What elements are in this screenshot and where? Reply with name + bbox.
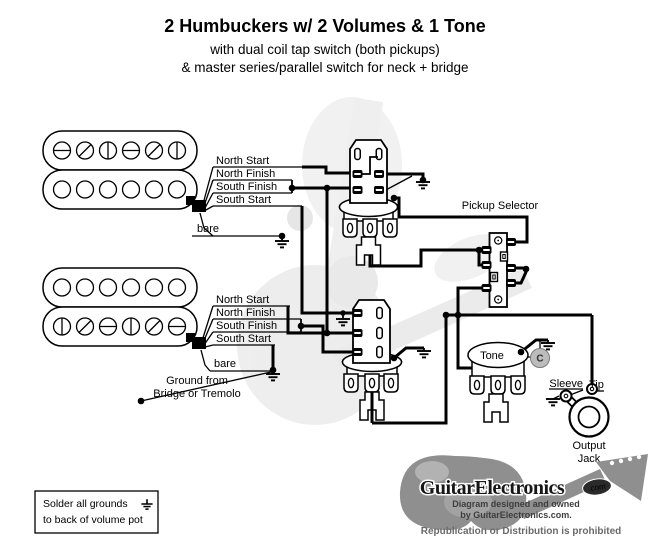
wire-labels: North Start North Finish South Finish So… bbox=[153, 155, 605, 465]
logo-headstock bbox=[596, 454, 648, 501]
neck-volume-push-pull-pot bbox=[338, 139, 399, 266]
note-line-1: Solder all grounds bbox=[43, 498, 128, 510]
sleeve-label: Sleeve bbox=[549, 378, 583, 390]
page-subtitle-1: with dual coil tap switch (both pickups) bbox=[209, 42, 440, 57]
logo-credit-1: Diagram designed and owned bbox=[452, 499, 580, 509]
bridge-south-start-label: South Start bbox=[216, 333, 271, 345]
guitarelectronics-logo: GuitarElectronics .com Diagram designed … bbox=[399, 454, 648, 537]
logo-credit-2: by GuitarElectronics.com. bbox=[460, 510, 572, 520]
neck-south-finish-label: South Finish bbox=[216, 181, 277, 193]
neck-north-start-label: North Start bbox=[216, 155, 269, 167]
logo-brand-text: GuitarElectronics bbox=[420, 477, 565, 499]
neck-bare-label: bare bbox=[197, 223, 219, 235]
pickup-lead-wires bbox=[140, 166, 604, 402]
pickup-selector-switch bbox=[481, 232, 516, 308]
capacitor-label: C bbox=[536, 354, 543, 365]
bridge-humbucker bbox=[42, 267, 206, 349]
output-jack bbox=[559, 383, 610, 438]
tone-pot: C Tone bbox=[467, 341, 550, 423]
note-ground-icon bbox=[140, 499, 154, 510]
tip-label: Tip bbox=[589, 379, 604, 391]
logo-com-badge: .com bbox=[588, 482, 607, 493]
neck-cable-exit bbox=[186, 196, 195, 205]
logo-notice: Republication or Distribution is prohibi… bbox=[421, 526, 622, 537]
neck-humbucker bbox=[42, 130, 206, 212]
output-jack-label-2: Jack bbox=[578, 453, 601, 465]
tone-capacitor bbox=[530, 348, 550, 368]
solder-note-box: Solder all grounds to back of volume pot bbox=[34, 490, 159, 534]
solder-junction-dots bbox=[137, 176, 530, 405]
note-line-2: to back of volume pot bbox=[43, 514, 143, 526]
bridge-cable-exit bbox=[186, 333, 195, 342]
bridge-volume-push-pull-pot bbox=[341, 299, 403, 421]
bridge-bare-label: bare bbox=[214, 358, 236, 370]
bridge-north-start-label: North Start bbox=[216, 294, 269, 306]
bridge-south-finish-label: South Finish bbox=[216, 320, 277, 332]
tremolo-ground-label-1: Ground from bbox=[166, 375, 228, 387]
tone-label: Tone bbox=[480, 350, 504, 362]
pickup-selector-label: Pickup Selector bbox=[462, 200, 539, 212]
page-title: 2 Humbuckers w/ 2 Volumes & 1 Tone bbox=[164, 16, 485, 36]
tremolo-ground-label-2: Bridge or Tremolo bbox=[153, 388, 240, 400]
output-jack-label-1: Output bbox=[572, 440, 605, 452]
neck-south-start-label: South Start bbox=[216, 194, 271, 206]
bridge-north-finish-label: North Finish bbox=[216, 307, 275, 319]
neck-north-finish-label: North Finish bbox=[216, 168, 275, 180]
page-subtitle-2: & master series/parallel switch for neck… bbox=[182, 60, 469, 75]
